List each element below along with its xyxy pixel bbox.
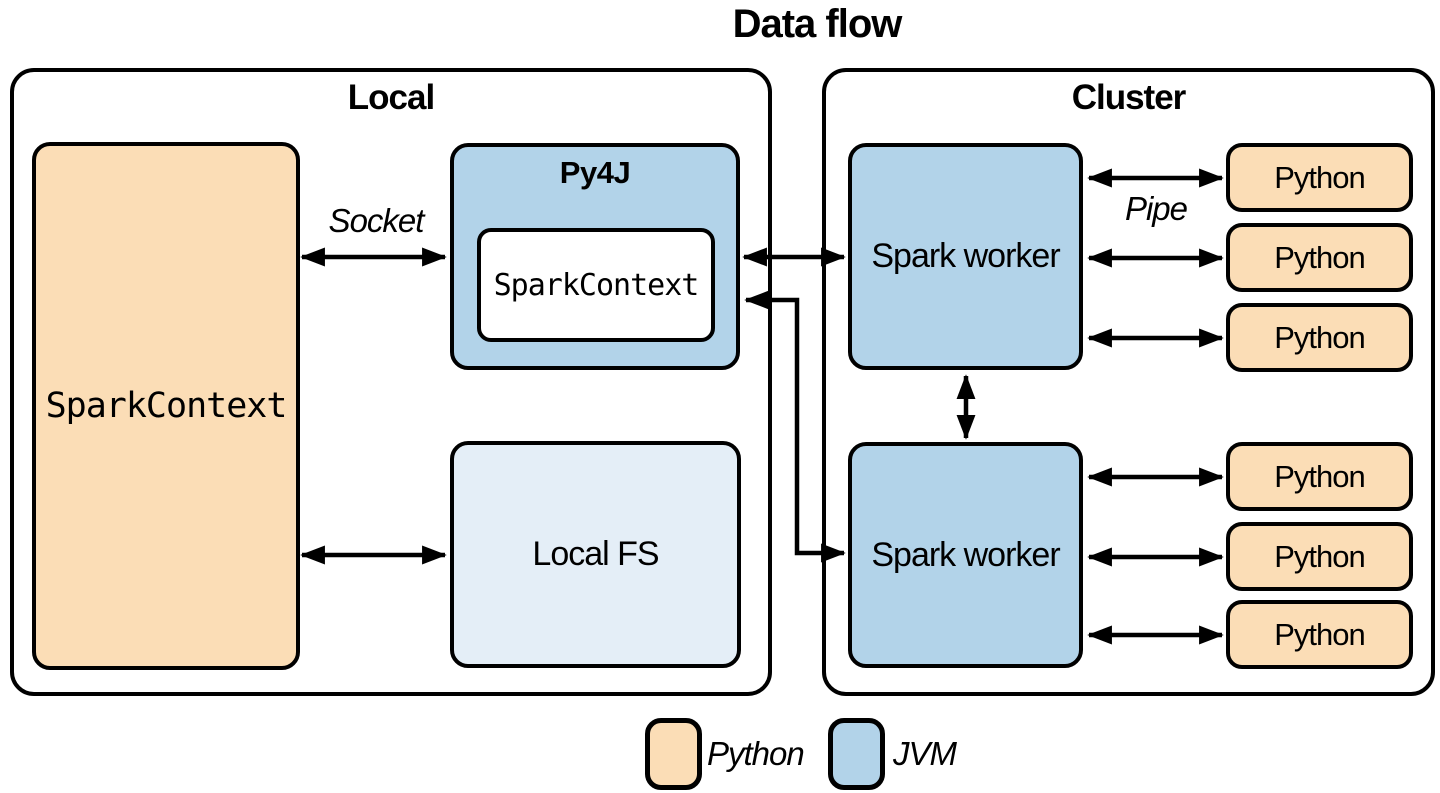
python-node-5-label: Python xyxy=(1274,538,1366,574)
python-node-2-label: Python xyxy=(1274,239,1366,275)
local-container-label: Local xyxy=(347,78,435,117)
local-fs-label: Local FS xyxy=(532,535,659,573)
diagram-title: Data flow xyxy=(732,2,903,46)
cluster-container-label: Cluster xyxy=(1071,78,1187,117)
python-node-1: Python xyxy=(1226,143,1413,212)
pipe-edge-label: Pipe xyxy=(1124,190,1188,227)
spark-worker-2-node: Spark worker xyxy=(848,442,1083,668)
socket-edge-label: Socket xyxy=(328,202,425,239)
local-fs-node: Local FS xyxy=(450,441,741,668)
python-node-1-label: Python xyxy=(1274,159,1366,195)
local-sparkcontext-node: SparkContext xyxy=(32,142,300,670)
python-node-3: Python xyxy=(1226,303,1413,372)
python-node-3-label: Python xyxy=(1274,319,1366,355)
py4j-sparkcontext-label: SparkContext xyxy=(493,267,700,303)
python-node-6-label: Python xyxy=(1274,616,1366,652)
python-node-5: Python xyxy=(1226,522,1413,591)
local-sparkcontext-label: SparkContext xyxy=(45,386,288,426)
spark-worker-1-label: Spark worker xyxy=(871,237,1060,275)
python-node-2: Python xyxy=(1226,223,1413,292)
py4j-label: Py4J xyxy=(559,155,631,190)
spark-worker-2-label: Spark worker xyxy=(871,535,1060,574)
legend-jvm-label: JVM xyxy=(893,735,957,772)
python-node-6: Python xyxy=(1226,600,1413,669)
py4j-sparkcontext-node: SparkContext xyxy=(477,228,715,342)
legend-python-swatch xyxy=(645,718,702,790)
spark-worker-1-node: Spark worker xyxy=(848,143,1083,370)
legend-python-label: Python xyxy=(707,735,805,772)
legend-jvm-swatch xyxy=(828,718,885,790)
python-node-4: Python xyxy=(1226,442,1413,511)
python-node-4-label: Python xyxy=(1274,458,1366,494)
